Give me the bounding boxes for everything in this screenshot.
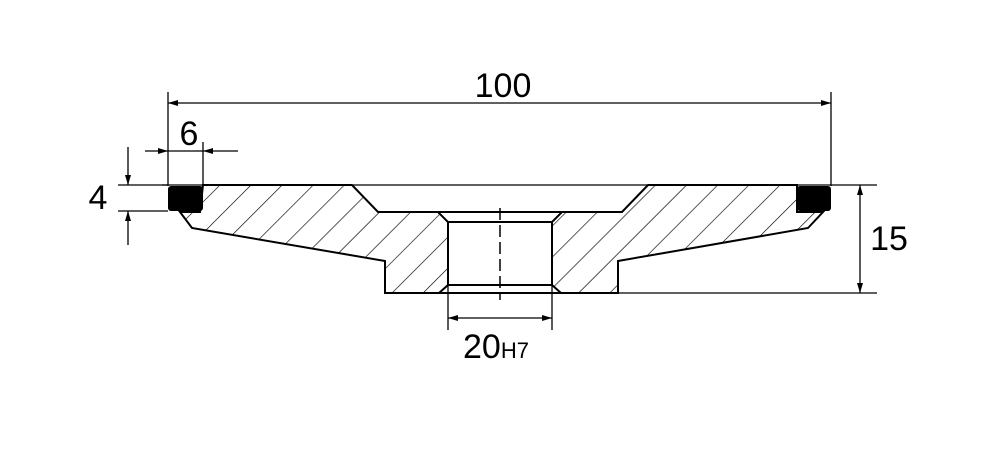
abrasive-rim-left [168,186,203,211]
dimension-total-height [162,184,877,294]
abrasive-rim-right [797,186,831,211]
wheel-right-half [551,184,826,294]
dimension-bore [447,285,553,330]
label-bore-tolerance: H7 [501,338,529,363]
wheel-left-half [178,184,449,294]
label-rim-height: 4 [89,179,108,217]
label-rim-width: 6 [180,115,199,153]
dimension-outer-diameter [167,92,832,186]
wheel-body-section [178,184,826,294]
label-bore: 20H7 [463,328,529,366]
dimension-rim-height [118,147,168,245]
label-outer-diameter: 100 [475,67,532,105]
label-bore-value: 20 [463,328,501,366]
label-total-height: 15 [870,220,908,258]
dimension-rim-width [145,142,238,186]
